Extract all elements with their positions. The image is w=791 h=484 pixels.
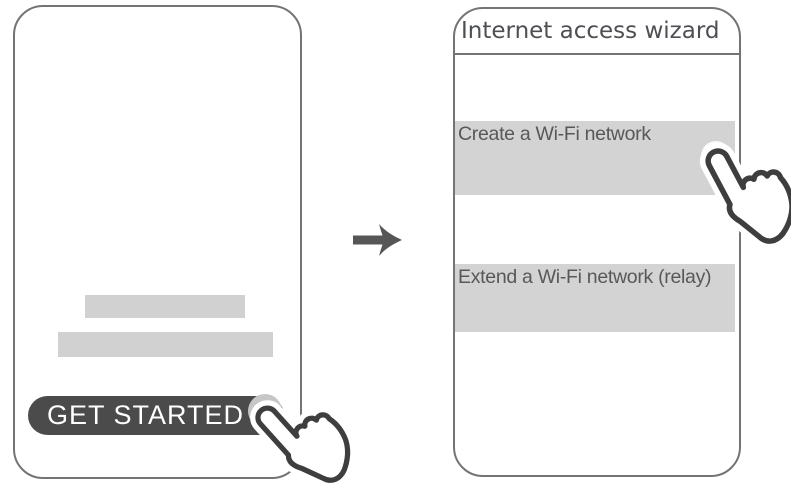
tap-hand-icon	[699, 142, 791, 250]
option-extend-wifi-network[interactable]: Extend a Wi-Fi network (relay)	[455, 264, 735, 332]
option-create-wifi-network[interactable]: Create a Wi-Fi network	[455, 121, 735, 195]
phone-screen-wizard: Internet access wizard Create a Wi-Fi ne…	[453, 7, 741, 477]
tap-hand-icon	[250, 400, 356, 484]
phone-screen-welcome: GET STARTED	[13, 5, 302, 479]
right-arrow-icon	[353, 224, 402, 256]
option-label: Extend a Wi-Fi network (relay)	[458, 266, 712, 288]
placeholder-text-bar	[58, 332, 273, 357]
option-label: Create a Wi-Fi network	[458, 123, 651, 145]
get-started-label: GET STARTED	[47, 400, 245, 430]
wizard-title: Internet access wizard	[455, 9, 739, 55]
get-started-button[interactable]: GET STARTED	[28, 396, 284, 435]
placeholder-text-bar	[85, 295, 245, 318]
